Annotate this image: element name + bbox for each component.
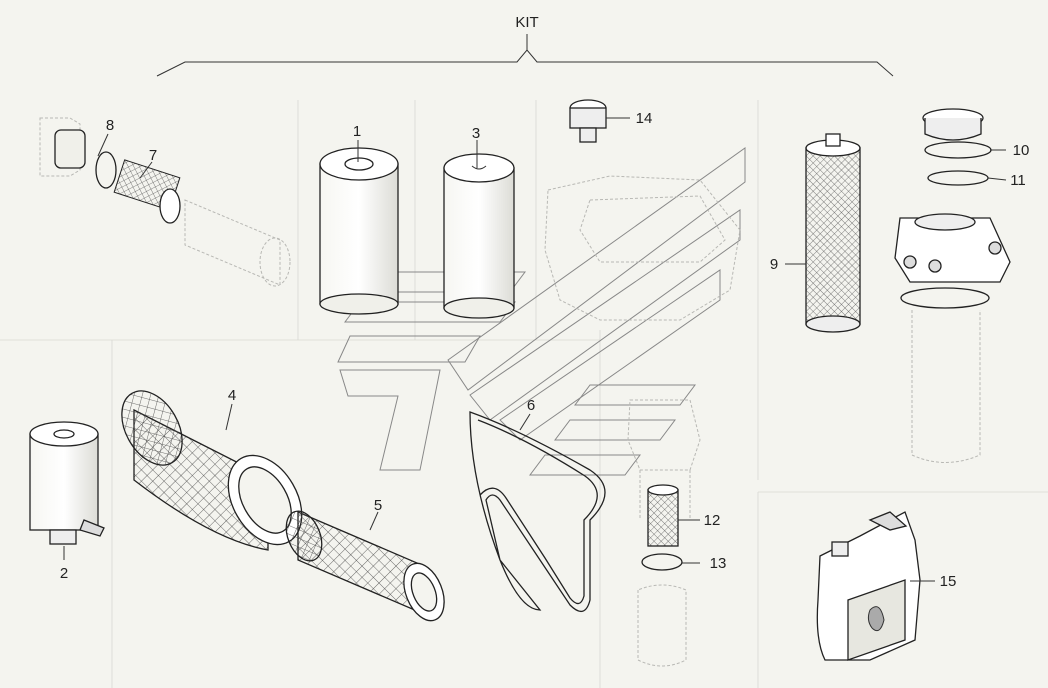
air-filter-4 xyxy=(121,390,303,551)
filter-housing-12-13 xyxy=(627,399,701,667)
background-grid xyxy=(0,100,1048,688)
callout-6: 6 xyxy=(527,397,535,414)
kit-bracket: KIT xyxy=(156,14,894,77)
filter-housing-10-11 xyxy=(894,108,1011,463)
oil-filter-element-1 xyxy=(319,147,399,315)
callout-9: 9 xyxy=(770,256,778,273)
callout-15: 15 xyxy=(940,573,957,590)
callout-12: 12 xyxy=(704,512,721,529)
callout-11: 11 xyxy=(1010,172,1026,189)
callout-2: 2 xyxy=(60,565,68,582)
cartridge-filter-9 xyxy=(805,133,861,333)
callout-14: 14 xyxy=(636,110,653,127)
callout-10: 10 xyxy=(1013,142,1030,159)
oil-canister-15 xyxy=(816,511,921,661)
callout-13: 13 xyxy=(710,555,727,572)
callout-7: 7 xyxy=(149,147,157,164)
callout-labels: 1 2 3 4 5 6 7 8 9 10 11 12 13 14 15 xyxy=(60,110,1030,590)
leader-lines xyxy=(63,117,1007,582)
fuel-filter-assembly-top-left xyxy=(39,117,291,287)
callout-5: 5 xyxy=(374,497,382,514)
callout-4: 4 xyxy=(228,387,236,404)
drive-belt-6 xyxy=(469,411,606,612)
fuel-filter-2 xyxy=(29,421,105,545)
watermark-logo xyxy=(337,147,746,476)
air-filter-5 xyxy=(285,510,445,622)
callout-1: 1 xyxy=(353,123,361,140)
cap-and-housing-14 xyxy=(544,99,741,321)
callout-8: 8 xyxy=(106,117,114,134)
oil-filter-element-3 xyxy=(443,153,515,319)
kit-label: KIT xyxy=(515,14,538,31)
callout-3: 3 xyxy=(472,125,480,142)
